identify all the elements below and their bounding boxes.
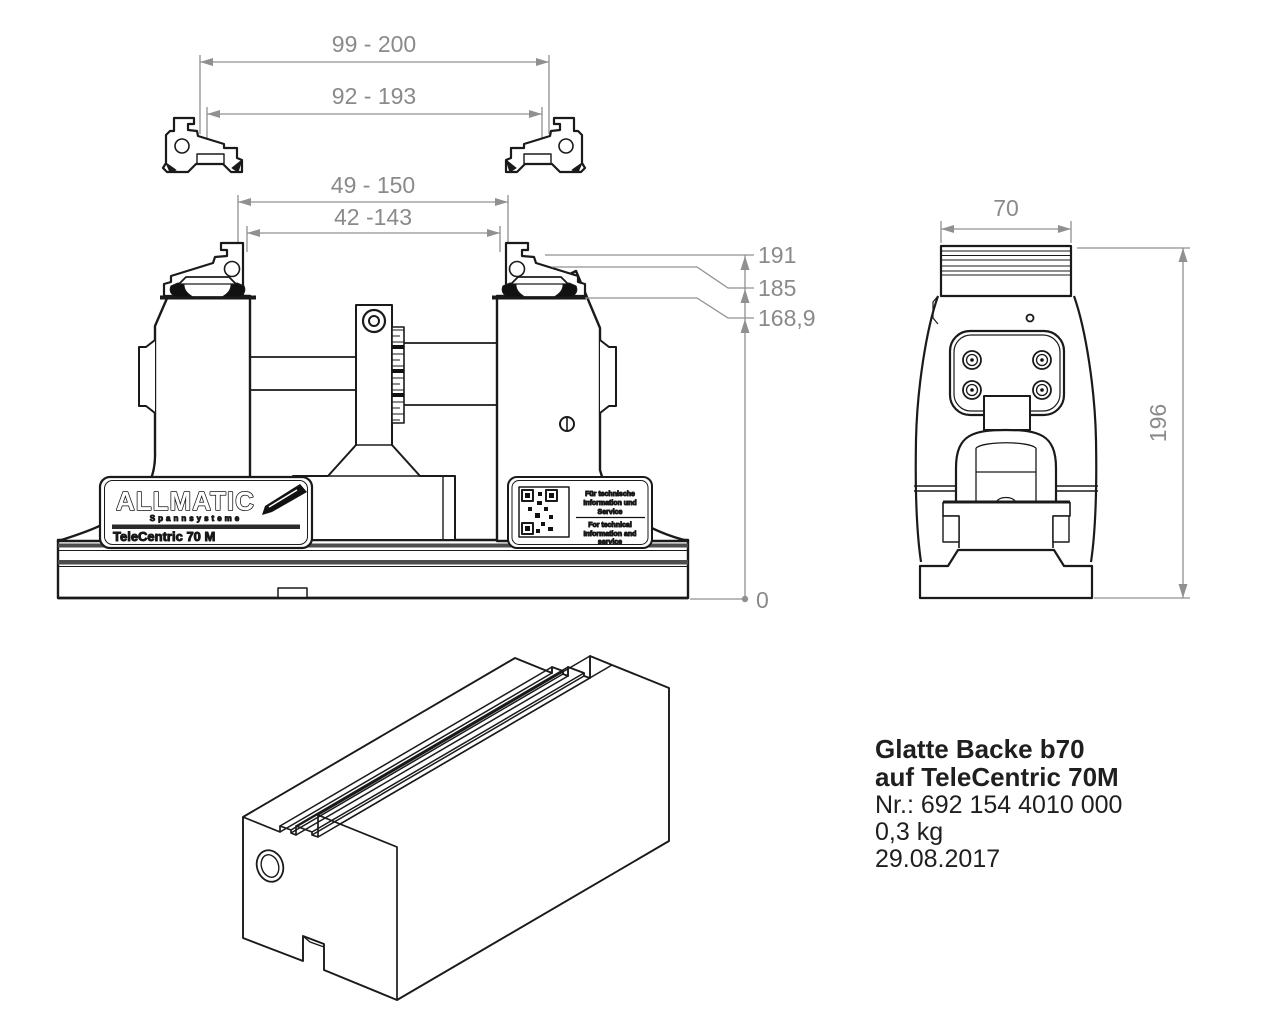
left-ear: [138, 339, 156, 414]
front-view: ALLMATIC Spannsysteme TeleCentric 70 M: [56, 241, 690, 600]
info-plate: Für technische Information und Service F…: [507, 476, 653, 549]
dimension-top-arrows: [200, 58, 549, 237]
dim-side-width: 70: [993, 195, 1019, 221]
brand-subtitle: Spannsysteme: [150, 514, 242, 523]
info-line-1: Für technische: [585, 491, 635, 498]
part-number: Nr.: 692 154 4010 000: [875, 791, 1122, 819]
brand-plate: ALLMATIC Spannsysteme TeleCentric 70 M: [98, 475, 314, 550]
center-column: [292, 304, 456, 541]
title-block: Glatte Backe b70 auf TeleCentric 70M Nr.…: [875, 734, 1122, 873]
info-line-5: Information and: [584, 531, 637, 538]
side-dimension-group: [940, 221, 1190, 599]
bolts: [962, 350, 1052, 400]
part-title-line1: Glatte Backe b70: [875, 734, 1085, 764]
info-line-3: Service: [598, 509, 623, 516]
isometric-jaw-view: [242, 655, 670, 1001]
model-name: TeleCentric 70 M: [113, 529, 215, 544]
drawing-date: 29.08.2017: [875, 845, 1000, 873]
part-weight: 0,3 kg: [875, 818, 943, 846]
hold-down-clamps: [169, 276, 578, 298]
side-body: [914, 295, 1098, 563]
dim-height-168-9: 168,9: [758, 305, 816, 331]
info-line-6: service: [598, 539, 622, 546]
qr-code: [518, 486, 570, 538]
side-view: [914, 244, 1098, 600]
dim-clamp-outer: 49 - 150: [331, 172, 415, 198]
side-arch: [954, 428, 1058, 503]
right-ear: [599, 339, 617, 414]
height-dimension-group: [545, 254, 754, 600]
dim-height-0: 0: [756, 587, 769, 613]
side-dimension-arrows: [941, 225, 1188, 598]
dim-side-height: 196: [1145, 404, 1171, 442]
info-plate-text: Für technische Information und Service F…: [576, 491, 645, 547]
dim-clamp-inner: 42 -143: [334, 204, 412, 230]
side-base: [918, 500, 1094, 600]
dim-jaw-opening-outer: 99 - 200: [332, 31, 416, 57]
side-bolt-plate: [948, 313, 1066, 431]
small-hole: [1025, 313, 1035, 323]
loose-jaw-profiles: [161, 116, 587, 174]
side-rails: [914, 485, 1098, 492]
info-line-2: Information und: [583, 500, 636, 507]
graduated-dial: [391, 326, 405, 424]
dim-jaw-opening-inner: 92 - 193: [332, 83, 416, 109]
brand-logo-text: ALLMATIC: [116, 486, 255, 516]
dim-height-185: 185: [758, 275, 796, 301]
dim-height-191: 191: [758, 242, 796, 268]
fine-print-strip: [112, 524, 300, 529]
step-ridges: [279, 655, 613, 838]
info-line-4: For technical: [588, 522, 632, 529]
side-jaw-block: [939, 244, 1073, 298]
jaw-mount-hole: [255, 849, 285, 883]
height-dimension-arrows: [740, 256, 750, 603]
dimension-top-group: [199, 55, 550, 252]
base-slab: [56, 538, 690, 600]
part-title-line2: auf TeleCentric 70M: [875, 762, 1119, 792]
plate-tab: [983, 395, 1031, 431]
pencil-icon: [262, 484, 307, 515]
spindle-shafts: [250, 342, 497, 406]
